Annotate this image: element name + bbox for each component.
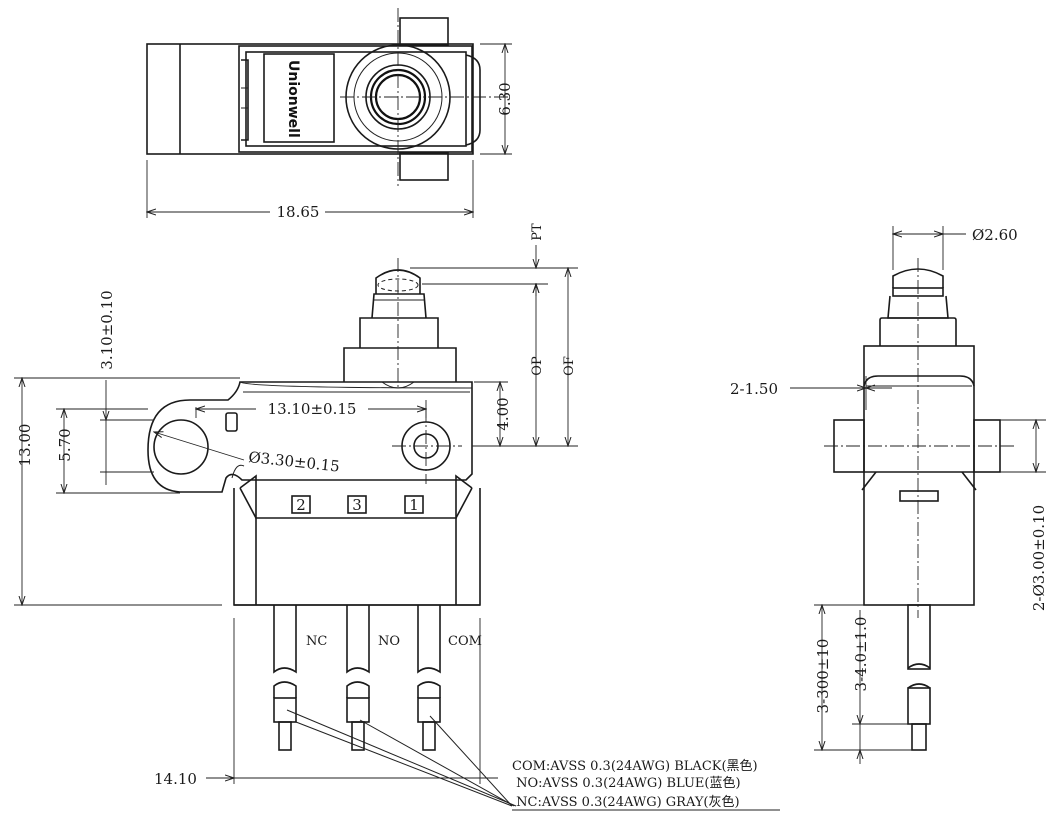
dim-6-30: 6.30: [496, 82, 514, 115]
dim-3-10: 3.10±0.10: [98, 290, 116, 369]
wire-note: NO:AVSS 0.3(24AWG) BLUE(蓝色): [512, 775, 741, 791]
wire-note: NC:AVSS 0.3(24AWG) GRAY(灰色): [512, 794, 740, 810]
dim-3-4-0: 3-4.0±1.0: [852, 617, 870, 692]
dim-13-10: 13.10±0.15: [268, 400, 357, 418]
dim-2-diameter-3-00: 2-Ø3.00±0.10: [1030, 505, 1048, 611]
top-view: Unionwell 6.30 18.65: [147, 8, 514, 221]
mounting-hole: [153, 419, 209, 475]
terminal-box-2: [291, 495, 311, 514]
dim-4-00: 4.00: [494, 397, 512, 430]
dim-op: OP: [530, 356, 545, 376]
brand-name: Unionwell: [285, 60, 301, 138]
terminal-number: 1: [409, 496, 419, 514]
terminal-box-3: [347, 495, 367, 514]
wire-label-no: NO: [378, 634, 400, 649]
dim-14-10: 14.10: [154, 770, 197, 788]
terminal-number: 3: [352, 496, 362, 514]
side-view: Ø2.60 2-1.50 2-Ø3.00±0.10 3-300±10 3-4.0…: [730, 226, 1048, 764]
dim-18-65: 18.65: [277, 203, 320, 221]
wire-note: COM:AVSS 0.3(24AWG) BLACK(黑色): [512, 758, 758, 774]
wire-label-com: COM: [448, 634, 482, 649]
terminal-number: 2: [296, 496, 306, 514]
dim-3-300: 3-300±10: [814, 639, 832, 714]
brand-label-box: [263, 53, 335, 143]
dim-of: OF: [562, 356, 577, 376]
dim-pt: PT: [530, 223, 545, 241]
dim-13-00: 13.00: [16, 424, 34, 467]
terminal-box-1: [404, 495, 424, 514]
dim-5-70: 5.70: [56, 428, 74, 461]
wires: [273, 605, 441, 751]
wire-label-nc: NC: [306, 634, 327, 649]
dim-diameter-2-60: Ø2.60: [972, 226, 1018, 244]
dim-2-1-50: 2-1.50: [730, 380, 778, 398]
wire-notes: COM:AVSS 0.3(24AWG) BLACK(黑色) NO:AVSS 0.…: [512, 758, 780, 811]
dim-hole-diameter: Ø3.30±0.15: [248, 448, 341, 475]
front-view: 2 3 1 NC NO COM 13.00 5.70: [14, 223, 578, 807]
